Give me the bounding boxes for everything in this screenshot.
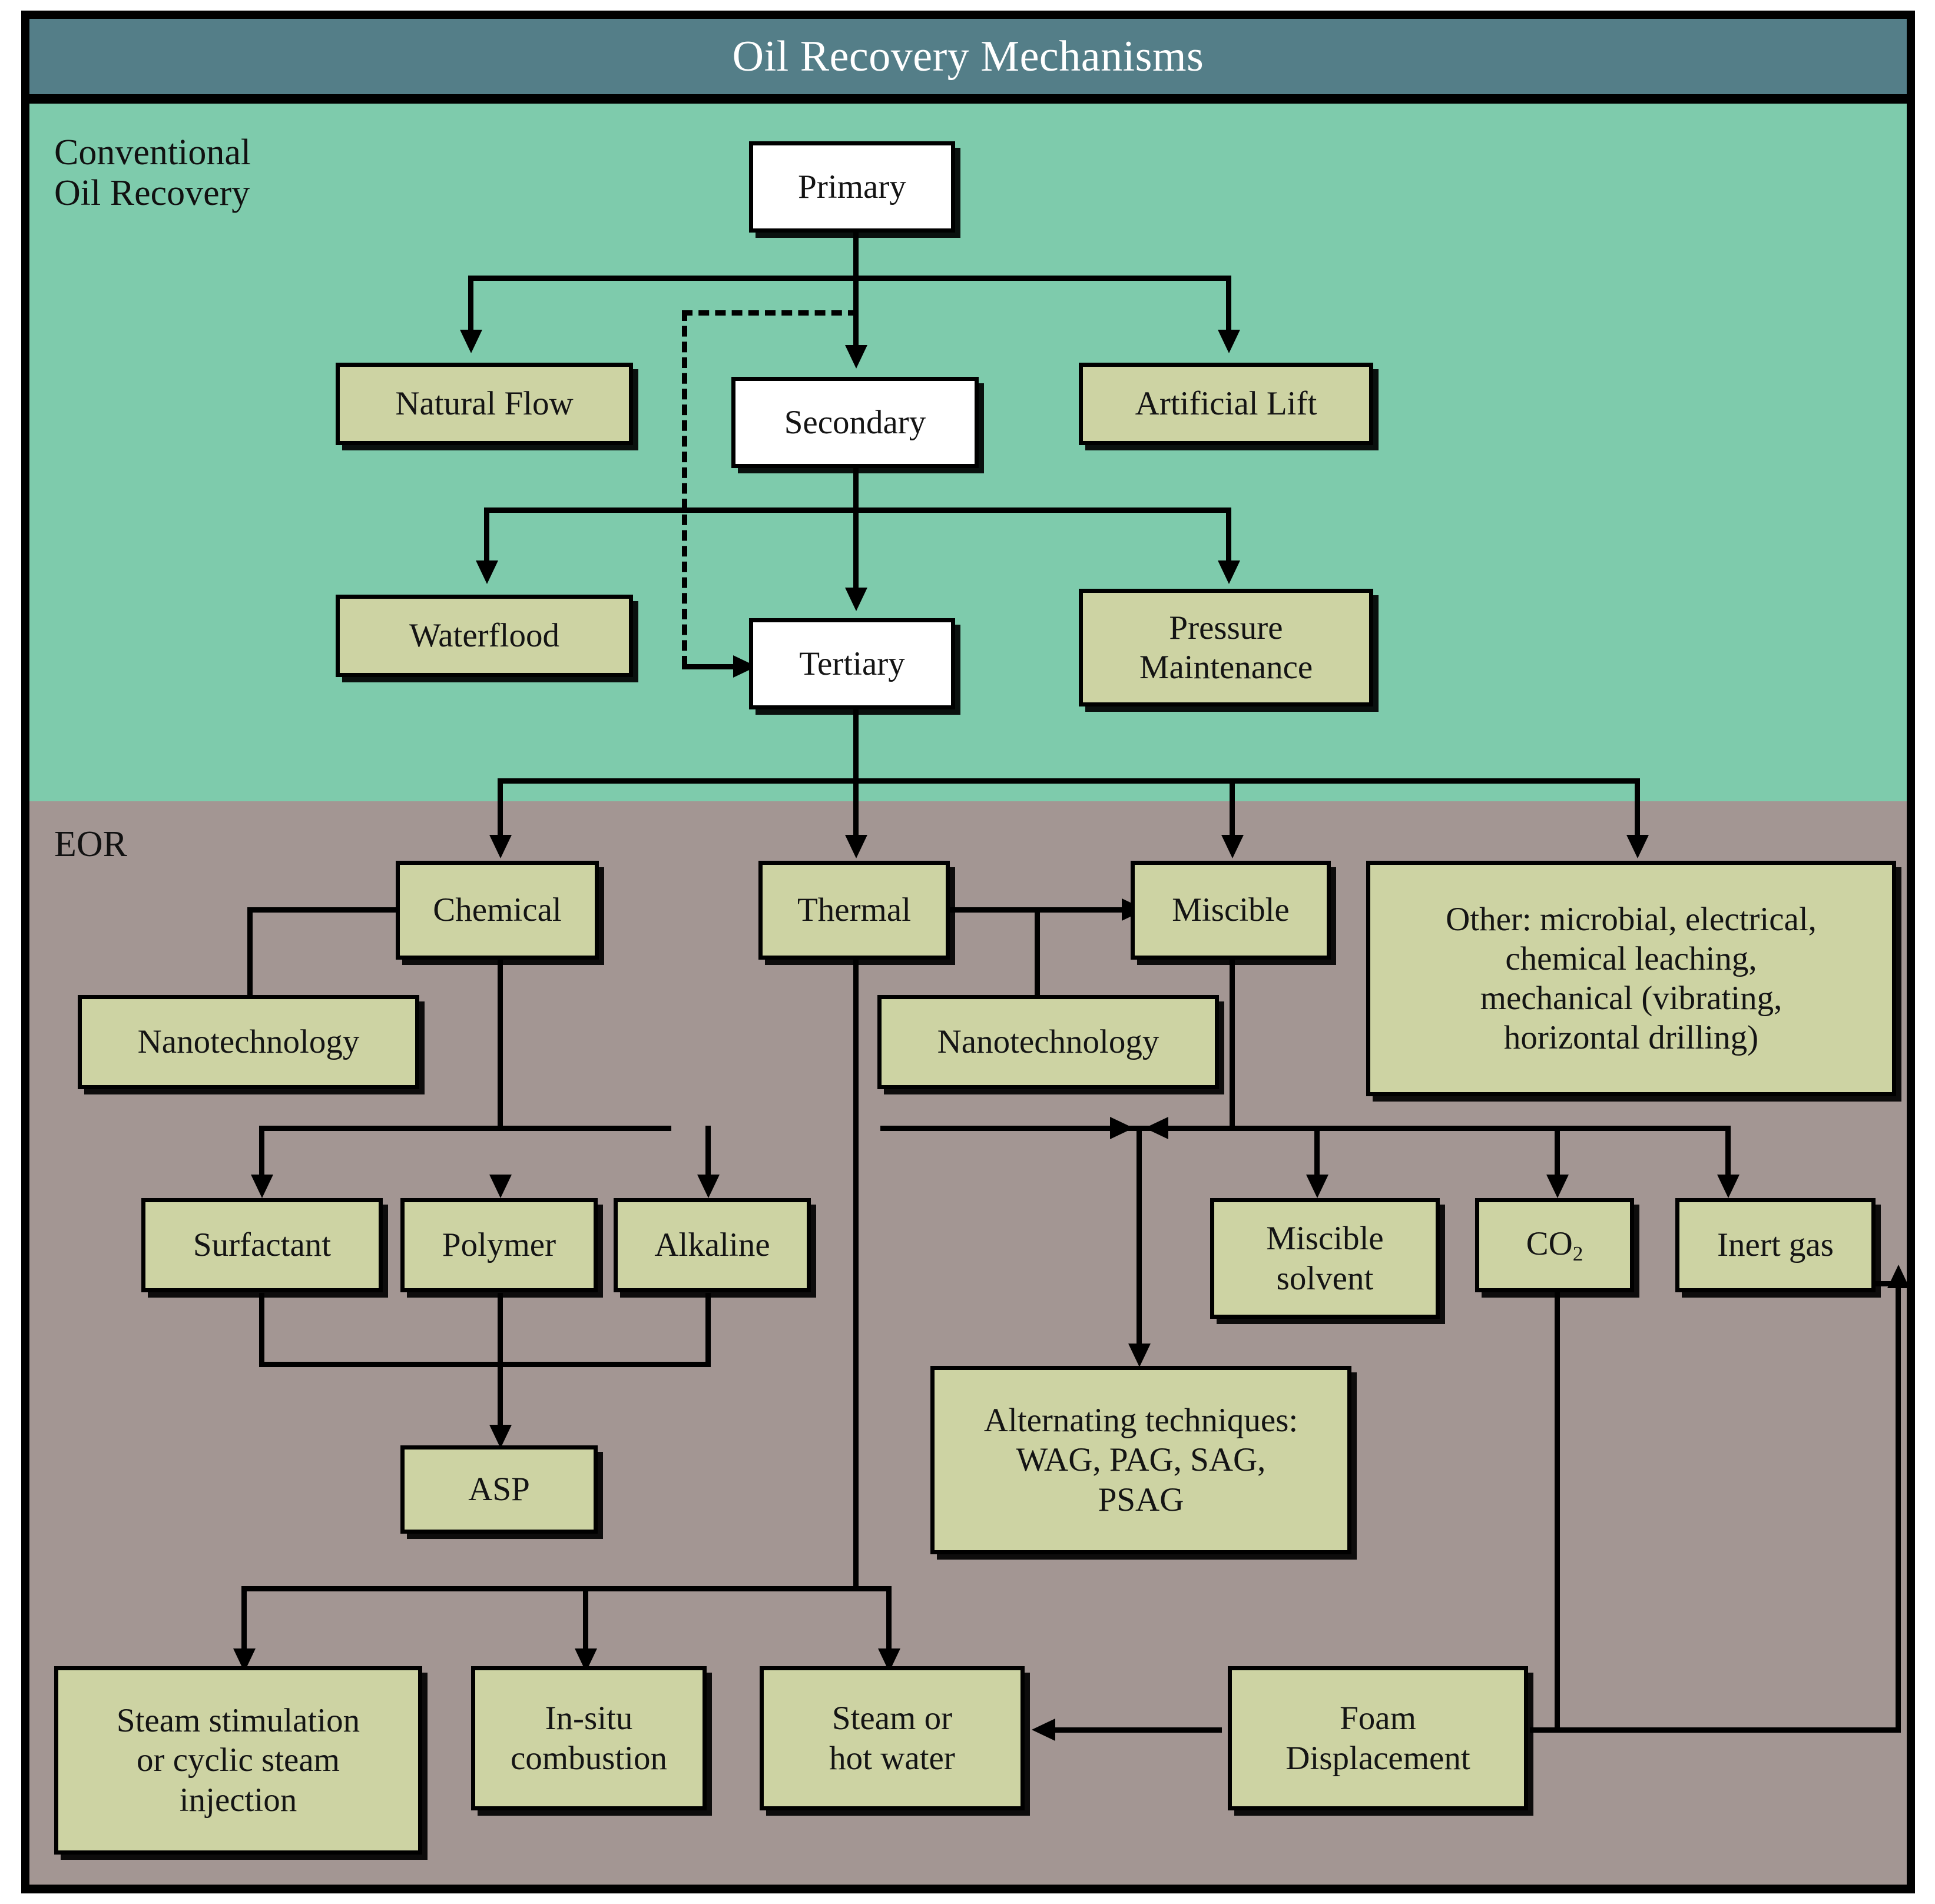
title-bar: Oil Recovery Mechanisms xyxy=(29,19,1907,94)
edge-miscible-down xyxy=(1230,960,1235,1130)
node-secondary[interactable]: Secondary xyxy=(731,377,979,468)
node-steam-or-hot-water[interactable]: Steam or hot water xyxy=(760,1666,1025,1810)
node-primary[interactable]: Primary xyxy=(749,141,955,233)
edge-secondary-tertiary-v xyxy=(853,507,859,596)
arrow-alkaline xyxy=(697,1175,720,1198)
edge-secondary-waterflood-v xyxy=(484,507,489,572)
arrow-asp xyxy=(489,1425,512,1448)
edge-tertiary-stem xyxy=(853,706,859,783)
edge-bus-steamstim-v xyxy=(241,1586,247,1669)
node-steam-stimulation[interactable]: Steam stimulation or cyclic steam inject… xyxy=(54,1666,422,1855)
edge-secondary-pressure-v xyxy=(1226,507,1231,572)
edge-tertiary-other-v xyxy=(1635,778,1640,843)
node-other[interactable]: Other: microbial, electrical, chemical l… xyxy=(1366,861,1896,1096)
edge-bus-co2-v xyxy=(1555,1126,1560,1190)
co2-label: CO2 xyxy=(1526,1225,1583,1266)
node-alkaline[interactable]: Alkaline xyxy=(614,1198,811,1292)
node-asp[interactable]: ASP xyxy=(400,1445,598,1534)
edge-tertiary-miscible-v xyxy=(1230,778,1235,843)
edge-bus-misciblesolvent-v xyxy=(1314,1126,1320,1190)
node-co2[interactable]: CO2 xyxy=(1475,1198,1634,1292)
node-waterflood[interactable]: Waterflood xyxy=(336,595,633,677)
edge-alkaline-down xyxy=(705,1293,711,1366)
arrow-steam-from-foam xyxy=(1032,1719,1055,1741)
node-inert-gas[interactable]: Inert gas xyxy=(1675,1198,1876,1292)
arrow-thermal xyxy=(845,835,867,858)
page-title: Oil Recovery Mechanisms xyxy=(732,32,1204,81)
edge-bus-steamhotwater-v xyxy=(886,1586,892,1669)
node-natural-flow[interactable]: Natural Flow xyxy=(336,363,633,445)
arrow-alternating-converge-right xyxy=(1110,1117,1134,1139)
edge-dashed-h xyxy=(682,310,859,316)
arrow-misciblesolvent xyxy=(1306,1175,1328,1198)
arrow-pressuremaintenance xyxy=(1218,560,1240,584)
arrow-waterflood xyxy=(476,560,498,584)
arrow-other xyxy=(1626,835,1649,858)
arrow-artificiallift xyxy=(1218,330,1240,353)
node-surfactant[interactable]: Surfactant xyxy=(141,1198,383,1292)
arrow-chemical xyxy=(489,835,512,858)
edge-dashed-v xyxy=(682,310,687,666)
node-miscible-solvent[interactable]: Miscible solvent xyxy=(1210,1198,1440,1319)
zone-label-conventional: Conventional Oil Recovery xyxy=(54,132,251,214)
node-nanotechnology-thermal[interactable]: Nanotechnology xyxy=(877,995,1219,1089)
edge-tertiary-chemical-v xyxy=(498,778,503,843)
node-thermal[interactable]: Thermal xyxy=(758,861,950,960)
edge-surfactant-down xyxy=(259,1293,264,1366)
edge-nano1-h xyxy=(247,907,418,913)
edge-foam-right-h xyxy=(1530,1727,1901,1733)
edge-thermal-bottom-bus xyxy=(241,1586,889,1591)
edge-foam-inertgas-v xyxy=(1896,1283,1901,1731)
edge-asp-bus xyxy=(259,1362,711,1367)
edge-primary-naturalflow-v xyxy=(468,276,473,340)
edge-bus-insitu-v xyxy=(583,1586,588,1669)
arrow-naturalflow xyxy=(460,330,482,353)
arrow-co2 xyxy=(1546,1175,1569,1198)
node-tertiary[interactable]: Tertiary xyxy=(749,618,955,709)
node-nanotechnology-chemical[interactable]: Nanotechnology xyxy=(78,995,419,1089)
edge-thermal-down xyxy=(853,960,859,1590)
zone-label-eor: EOR xyxy=(54,824,127,864)
edge-primary-artificiallift-v xyxy=(1226,276,1231,340)
edge-tertiary-thermal-v xyxy=(853,778,859,843)
edge-foam-steam-h xyxy=(1054,1727,1222,1733)
edge-nano1-v xyxy=(247,910,253,1001)
edge-bus-inertgas-v xyxy=(1725,1126,1731,1190)
arrow-inertgas xyxy=(1717,1175,1739,1198)
arrow-tertiary xyxy=(845,588,867,611)
node-miscible[interactable]: Miscible xyxy=(1131,861,1331,960)
arrow-alternating-converge-left xyxy=(1145,1117,1168,1139)
arrow-miscible xyxy=(1221,835,1244,858)
arrow-surfactant xyxy=(251,1175,273,1198)
node-alternating-techniques[interactable]: Alternating techniques: WAG, PAG, SAG, P… xyxy=(930,1366,1351,1554)
edge-primary-bus xyxy=(468,276,1231,281)
edge-secondary-stem xyxy=(853,465,859,511)
edge-miscible-bus xyxy=(880,1126,1728,1131)
node-chemical[interactable]: Chemical xyxy=(396,861,599,960)
edge-alternating-v xyxy=(1137,1126,1142,1358)
edge-polymer-asp-v xyxy=(498,1293,503,1440)
edge-foam-co2-v xyxy=(1555,1283,1560,1731)
node-polymer[interactable]: Polymer xyxy=(400,1198,598,1292)
edge-bus-alkaline-v xyxy=(705,1126,711,1190)
edge-chemical-bus xyxy=(259,1126,671,1131)
arrow-secondary xyxy=(845,345,867,369)
edge-chemical-down xyxy=(498,960,503,1130)
arrow-polymer xyxy=(489,1175,512,1198)
edge-primary-stem xyxy=(853,230,859,280)
edge-bus-surfactant-v xyxy=(259,1126,264,1190)
edge-dashed-tail xyxy=(682,664,739,669)
node-artificial-lift[interactable]: Artificial Lift xyxy=(1079,363,1373,445)
node-pressure-maintenance[interactable]: Pressure Maintenance xyxy=(1079,589,1373,706)
node-foam-displacement[interactable]: Foam Displacement xyxy=(1228,1666,1528,1810)
edge-tertiary-bus xyxy=(498,778,1640,784)
node-in-situ-combustion[interactable]: In-situ combustion xyxy=(471,1666,707,1810)
arrow-alternating xyxy=(1128,1344,1151,1367)
edge-nano2-v xyxy=(1035,907,1040,1001)
